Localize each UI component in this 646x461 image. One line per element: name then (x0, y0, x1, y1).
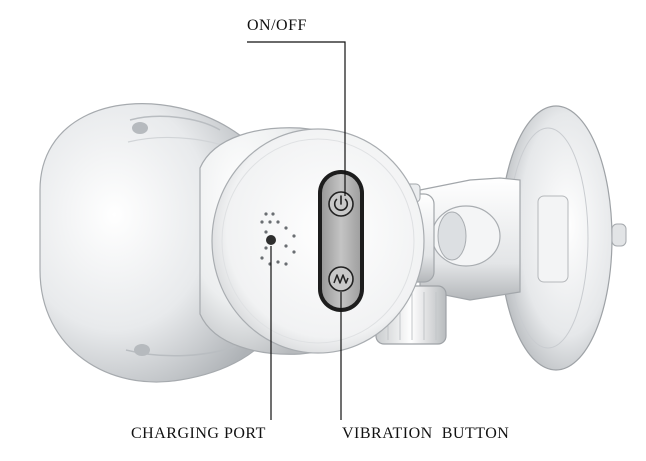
on-off-leader (247, 41, 346, 196)
charging-port-label: CHARGING PORT (131, 425, 266, 442)
control-head (199, 127, 425, 355)
charging-port (260, 212, 296, 266)
vibration-button-label: VIBRATION BUTTON (342, 425, 510, 442)
power-button[interactable] (328, 191, 354, 217)
callout-lines (247, 41, 346, 420)
wave-icon (333, 274, 349, 284)
control-panel (318, 170, 364, 312)
suction-cup (499, 105, 627, 371)
on-off-label: ON/OFF (247, 17, 307, 34)
power-icon (333, 195, 349, 211)
vibration-button-control[interactable] (328, 266, 354, 292)
